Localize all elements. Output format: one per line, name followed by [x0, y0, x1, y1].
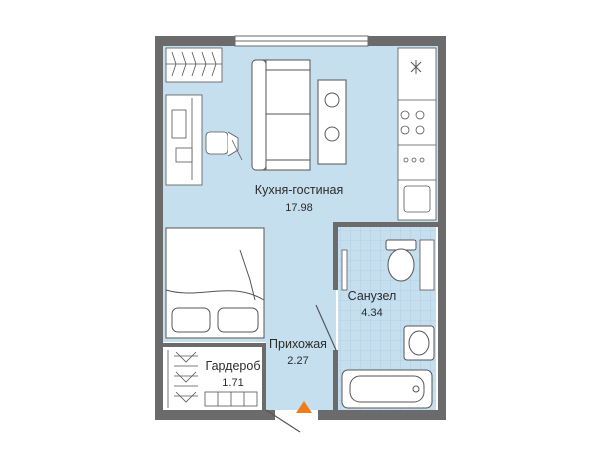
wardrobe-door	[265, 409, 301, 433]
bathtub	[341, 369, 433, 409]
wardrobe-area: 1.71	[222, 377, 244, 389]
window	[234, 35, 369, 47]
wardrobe-fittings	[167, 350, 258, 408]
bathroom-name: Санузел	[347, 289, 397, 303]
bathroom-pipes	[341, 239, 435, 291]
entrance-arrow-icon	[296, 401, 312, 413]
desk	[165, 94, 203, 186]
hallway-floor	[266, 224, 336, 410]
bed	[165, 227, 265, 339]
shoe-rack-top	[165, 47, 223, 83]
hallway-area: 2.27	[287, 355, 309, 367]
kitchen-counter	[397, 47, 437, 221]
snowflake-icon	[410, 60, 422, 74]
hallway-name: Прихожая	[269, 337, 327, 351]
interior-walls	[163, 222, 440, 410]
office-chair	[205, 131, 243, 161]
kitchen-living-name: Кухня-гостиная	[254, 183, 344, 197]
kitchen-living-area: 17.98	[285, 202, 313, 214]
bathroom-door	[315, 304, 337, 351]
washbasin	[403, 325, 435, 361]
sofa	[251, 59, 311, 171]
bathroom-area: 4.34	[361, 307, 383, 319]
toilet	[385, 239, 417, 282]
outer-walls	[155, 36, 446, 420]
dining-table	[317, 79, 347, 165]
wardrobe-name: Гардероб	[205, 359, 261, 373]
